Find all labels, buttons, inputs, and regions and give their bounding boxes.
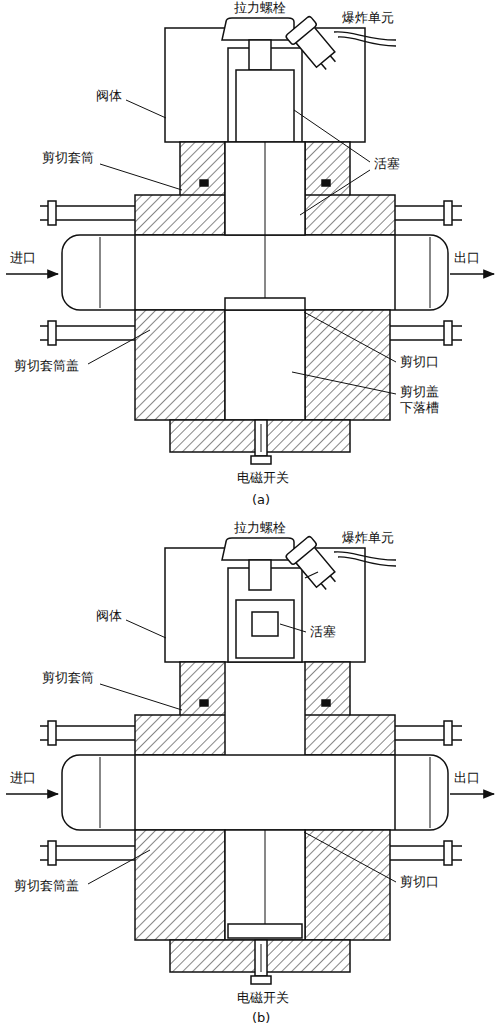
part-label: 出口 [452,250,482,266]
part-label: 剪切套筒盖 [12,878,81,894]
part-label: 电磁开关 [235,470,291,486]
part-label: 剪切套筒盖 [12,358,81,374]
part-label: 拉力螺栓 [232,520,288,536]
part-label: 剪切口 [398,874,441,890]
part-label: 剪切盖 下落槽 [398,384,446,415]
part-label: 活塞 [308,624,338,640]
part-label: 进口 [8,770,38,786]
part-label: 进口 [8,250,38,266]
part-label: 爆炸单元 [340,10,396,26]
part-label: 剪切套筒 [40,670,96,686]
part-label: 活塞 [372,156,402,172]
part-label: 出口 [452,770,482,786]
part-label: 阀体 [94,88,124,104]
figure-caption: (a) [250,492,272,508]
part-label: 阀体 [94,608,124,624]
part-label: 电磁开关 [235,990,291,1006]
figure-caption: (b) [250,1010,272,1026]
part-label: 拉力螺栓 [232,0,288,16]
part-label: 剪切口 [398,354,441,370]
part-label: 爆炸单元 [340,530,396,546]
part-label: 剪切套筒 [40,150,96,166]
